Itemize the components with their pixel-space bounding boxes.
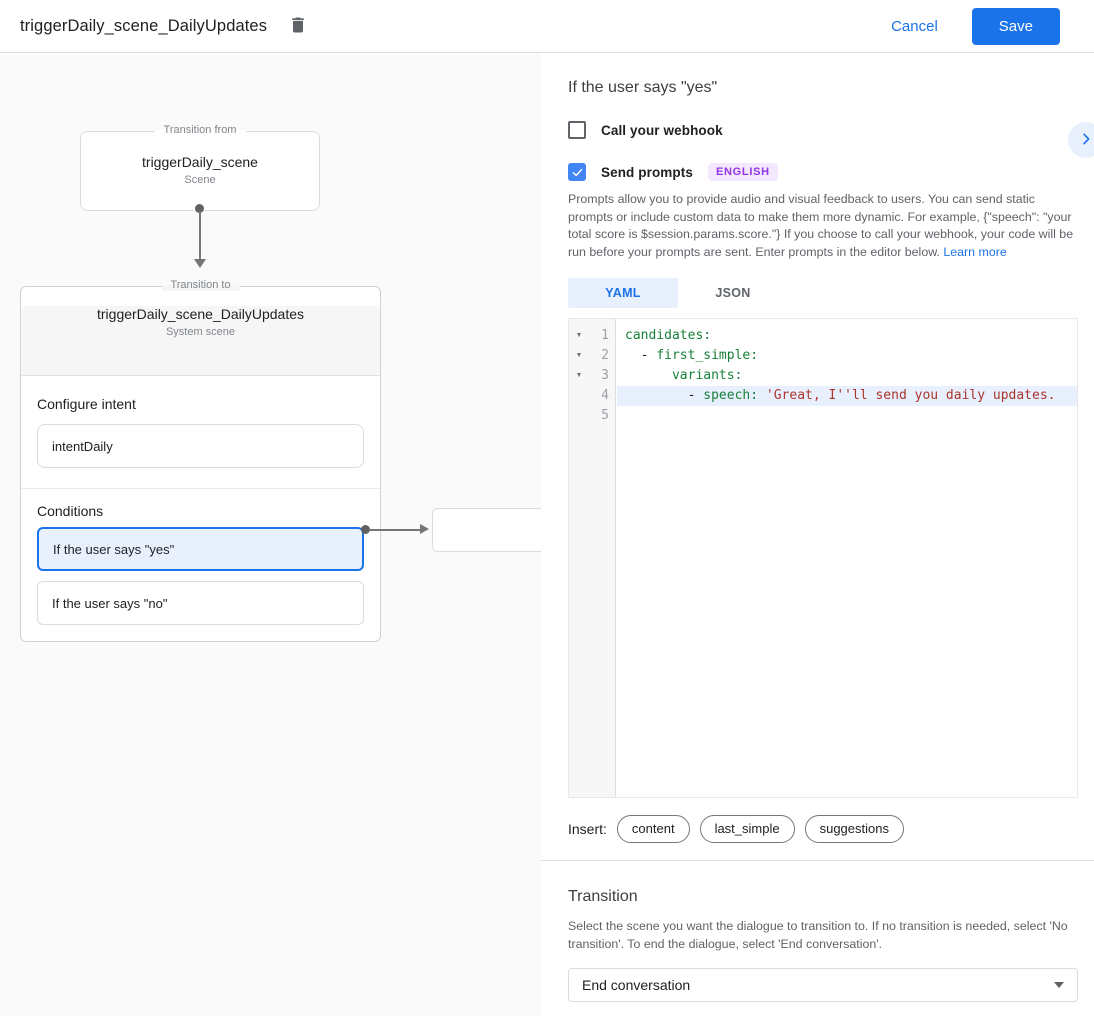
editor-line[interactable]: 4 - speech: 'Great, I''ll send you daily… xyxy=(569,386,1077,407)
send-prompts-label: Send prompts xyxy=(601,164,693,180)
webhook-checkbox[interactable] xyxy=(568,121,586,139)
connector-line-vertical xyxy=(199,211,201,261)
scene-node-from[interactable]: Transition from triggerDaily_scene Scene xyxy=(80,124,320,211)
to-scene-header: triggerDaily_scene_DailyUpdates System s… xyxy=(21,306,380,376)
prompts-description: Prompts allow you to provide audio and v… xyxy=(568,192,1074,259)
insert-chip-content[interactable]: content xyxy=(616,815,690,844)
transition-target-node[interactable] xyxy=(432,508,541,552)
send-prompts-checkbox[interactable] xyxy=(568,163,586,181)
code-line-content: - speech: 'Great, I''ll send you daily u… xyxy=(617,386,1077,407)
cancel-button[interactable]: Cancel xyxy=(891,17,938,35)
connector-dot-vertical xyxy=(195,204,204,213)
code-line-content: - first_simple: xyxy=(625,348,759,364)
line-number: 5 xyxy=(601,408,609,424)
panel-divider xyxy=(541,860,1094,862)
editor-format-tabs: YAML JSON xyxy=(568,278,1078,309)
collapse-panel-button[interactable] xyxy=(1068,122,1094,158)
arrow-right-icon xyxy=(420,524,429,534)
flow-canvas[interactable]: Transition from triggerDaily_scene Scene… xyxy=(0,53,541,1016)
condition-detail-panel: If the user says "yes" Call your webhook… xyxy=(541,53,1094,1016)
editor-line[interactable]: ▼ 2 - first_simple: xyxy=(569,346,1077,366)
transition-description: Select the scene you want the dialogue t… xyxy=(568,919,1068,951)
code-line-content: variants: xyxy=(671,368,743,384)
transition-to-legend: Transition to xyxy=(161,279,240,291)
fold-arrow-icon[interactable]: ▼ xyxy=(575,352,583,360)
learn-more-link[interactable]: Learn more xyxy=(943,244,1007,259)
transition-select[interactable]: End conversation xyxy=(568,967,1078,1002)
editor-line[interactable]: ▼ 3 variants: xyxy=(569,366,1077,386)
dropdown-caret-icon xyxy=(1054,981,1064,988)
webhook-checkbox-label: Call your webhook xyxy=(601,122,723,138)
code-line-content: candidates: xyxy=(625,328,712,344)
chevron-right-icon xyxy=(1078,131,1094,150)
from-scene-title: triggerDaily_scene xyxy=(142,154,258,170)
checkmark-icon xyxy=(572,168,582,176)
tab-yaml[interactable]: YAML xyxy=(568,278,678,309)
editor-line[interactable]: 5 xyxy=(569,406,1077,426)
connector-dot-horizontal xyxy=(361,525,370,534)
condition-item-no[interactable]: If the user says "no" xyxy=(37,581,364,625)
condition-item-yes[interactable]: If the user says "yes" xyxy=(37,527,364,571)
insert-row: Insert: content last_simple suggestions xyxy=(568,815,1078,844)
transition-from-legend: Transition from xyxy=(154,124,246,136)
top-bar: triggerDaily_scene_DailyUpdates Cancel S… xyxy=(0,0,1094,53)
code-line-content xyxy=(617,406,1077,426)
webhook-checkbox-row[interactable]: Call your webhook xyxy=(568,121,1078,139)
send-prompts-checkbox-row[interactable]: Send prompts ENGLISH xyxy=(568,163,1078,181)
transition-select-value: End conversation xyxy=(582,976,691,993)
fold-arrow-icon[interactable]: ▼ xyxy=(575,372,583,380)
page-title: triggerDaily_scene_DailyUpdates xyxy=(20,16,268,35)
tab-json[interactable]: JSON xyxy=(715,286,751,301)
delete-scene-button[interactable] xyxy=(287,15,309,37)
from-scene-subtitle: Scene xyxy=(184,174,216,186)
line-number: 2 xyxy=(601,348,609,364)
transition-heading: Transition xyxy=(568,888,638,906)
connector-line-horizontal xyxy=(369,529,420,531)
card-divider xyxy=(21,488,380,489)
line-number: 4 xyxy=(601,388,609,404)
line-number: 1 xyxy=(601,328,609,344)
to-scene-title: triggerDaily_scene_DailyUpdates xyxy=(97,306,304,322)
line-number: 3 xyxy=(601,368,609,384)
trash-icon xyxy=(288,17,308,38)
editor-gutter xyxy=(569,319,616,798)
intent-item[interactable]: intentDaily xyxy=(37,424,364,468)
insert-chip-suggestions[interactable]: suggestions xyxy=(804,815,904,844)
conditions-label: Conditions xyxy=(37,503,104,519)
scene-node-to[interactable]: Transition to triggerDaily_scene_DailyUp… xyxy=(20,279,381,642)
configure-intent-label: Configure intent xyxy=(37,396,136,412)
to-scene-subtitle: System scene xyxy=(165,326,236,338)
editor-line[interactable]: ▼ 1 candidates: xyxy=(569,326,1077,346)
fold-spacer xyxy=(569,406,589,426)
save-button[interactable]: Save xyxy=(971,7,1060,45)
insert-chip-last_simple[interactable]: last_simple xyxy=(699,815,795,844)
fold-arrow-icon[interactable]: ▼ xyxy=(575,332,583,340)
arrow-down-icon xyxy=(194,259,206,268)
fold-spacer xyxy=(569,386,589,406)
prompt-code-editor[interactable]: ▼ 1 candidates: ▼ 2 - first_simple: ▼ 3 varian… xyxy=(568,318,1078,799)
language-badge: ENGLISH xyxy=(707,163,778,181)
condition-heading: If the user says "yes" xyxy=(568,79,718,96)
insert-label: Insert: xyxy=(568,821,607,838)
